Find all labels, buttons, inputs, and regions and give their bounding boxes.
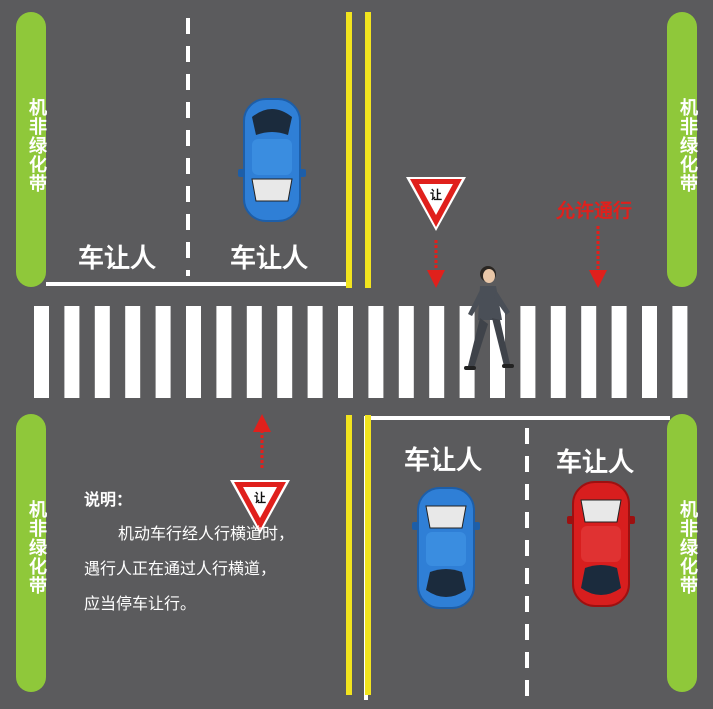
green-belt-label-bottom-left: 机非绿化带 xyxy=(26,500,47,595)
zebra-stripe xyxy=(338,306,353,398)
down-arrow-permit-icon xyxy=(589,226,607,288)
yellow-center-line-2 xyxy=(365,12,371,288)
yield-sign-bottom-text: 让 xyxy=(253,491,266,505)
zebra-stripe xyxy=(34,306,49,398)
zebra-stripe xyxy=(155,306,171,398)
zebra-stripe xyxy=(64,306,80,398)
zebra-stripe xyxy=(368,306,384,398)
yellow-center-line-3 xyxy=(346,415,352,695)
red-car-icon xyxy=(567,481,635,607)
pedestrian-icon xyxy=(464,266,514,370)
note-line-3: 应当停车让行。 xyxy=(84,594,197,613)
zebra-stripe xyxy=(642,306,657,398)
yellow-center-line-4 xyxy=(365,415,371,695)
note-line-2: 遇行人正在通过人行横道， xyxy=(84,559,277,578)
blue-car-icon xyxy=(238,98,306,222)
note-title: 说明： xyxy=(84,490,133,509)
zebra-stripe xyxy=(429,306,445,398)
zebra-crossing xyxy=(34,306,688,398)
green-belt-label-bottom-right: 机非绿化带 xyxy=(677,500,698,595)
green-belt-label-top-left: 机非绿化带 xyxy=(26,98,47,193)
zebra-stripe xyxy=(398,306,414,398)
yield-sign-bottom-icon xyxy=(230,480,290,534)
zebra-stripe xyxy=(246,306,262,398)
permit-label: 允许通行 xyxy=(556,200,633,222)
zebra-stripe xyxy=(459,306,475,398)
zebra-stripe xyxy=(520,306,536,398)
lane-label-bottom-right: 车让人 xyxy=(556,448,635,478)
zebra-stripe xyxy=(216,306,232,398)
green-belt-top-left xyxy=(16,12,46,287)
zebra-stripe xyxy=(611,306,627,398)
lane-label-top-right: 车让人 xyxy=(230,244,309,274)
zebra-stripe xyxy=(550,306,566,398)
green-belt-bottom-right xyxy=(667,414,697,692)
yield-sign-icon xyxy=(406,177,466,231)
green-belt-label-top-right: 机非绿化带 xyxy=(677,98,698,193)
zebra-stripe xyxy=(581,306,597,398)
green-belt-bottom-left xyxy=(16,414,46,692)
lane-label-bottom-left: 车让人 xyxy=(404,446,483,476)
zebra-stripe xyxy=(672,306,688,398)
zebra-stripe xyxy=(94,306,110,398)
yellow-center-line-1 xyxy=(346,12,352,288)
yield-sign-text: 让 xyxy=(429,188,442,202)
up-arrow-icon xyxy=(253,414,271,470)
zebra-stripe xyxy=(186,306,201,398)
note-line-1: 机动车行经人行横道时， xyxy=(118,524,295,543)
green-belt-top-right xyxy=(667,12,697,287)
blue-car-bottom-icon xyxy=(412,487,480,609)
down-arrow-icon xyxy=(427,240,445,288)
zebra-stripe xyxy=(125,306,141,398)
zebra-stripe xyxy=(277,306,293,398)
lane-label-top-left: 车让人 xyxy=(78,244,157,274)
zebra-stripe xyxy=(307,306,323,398)
